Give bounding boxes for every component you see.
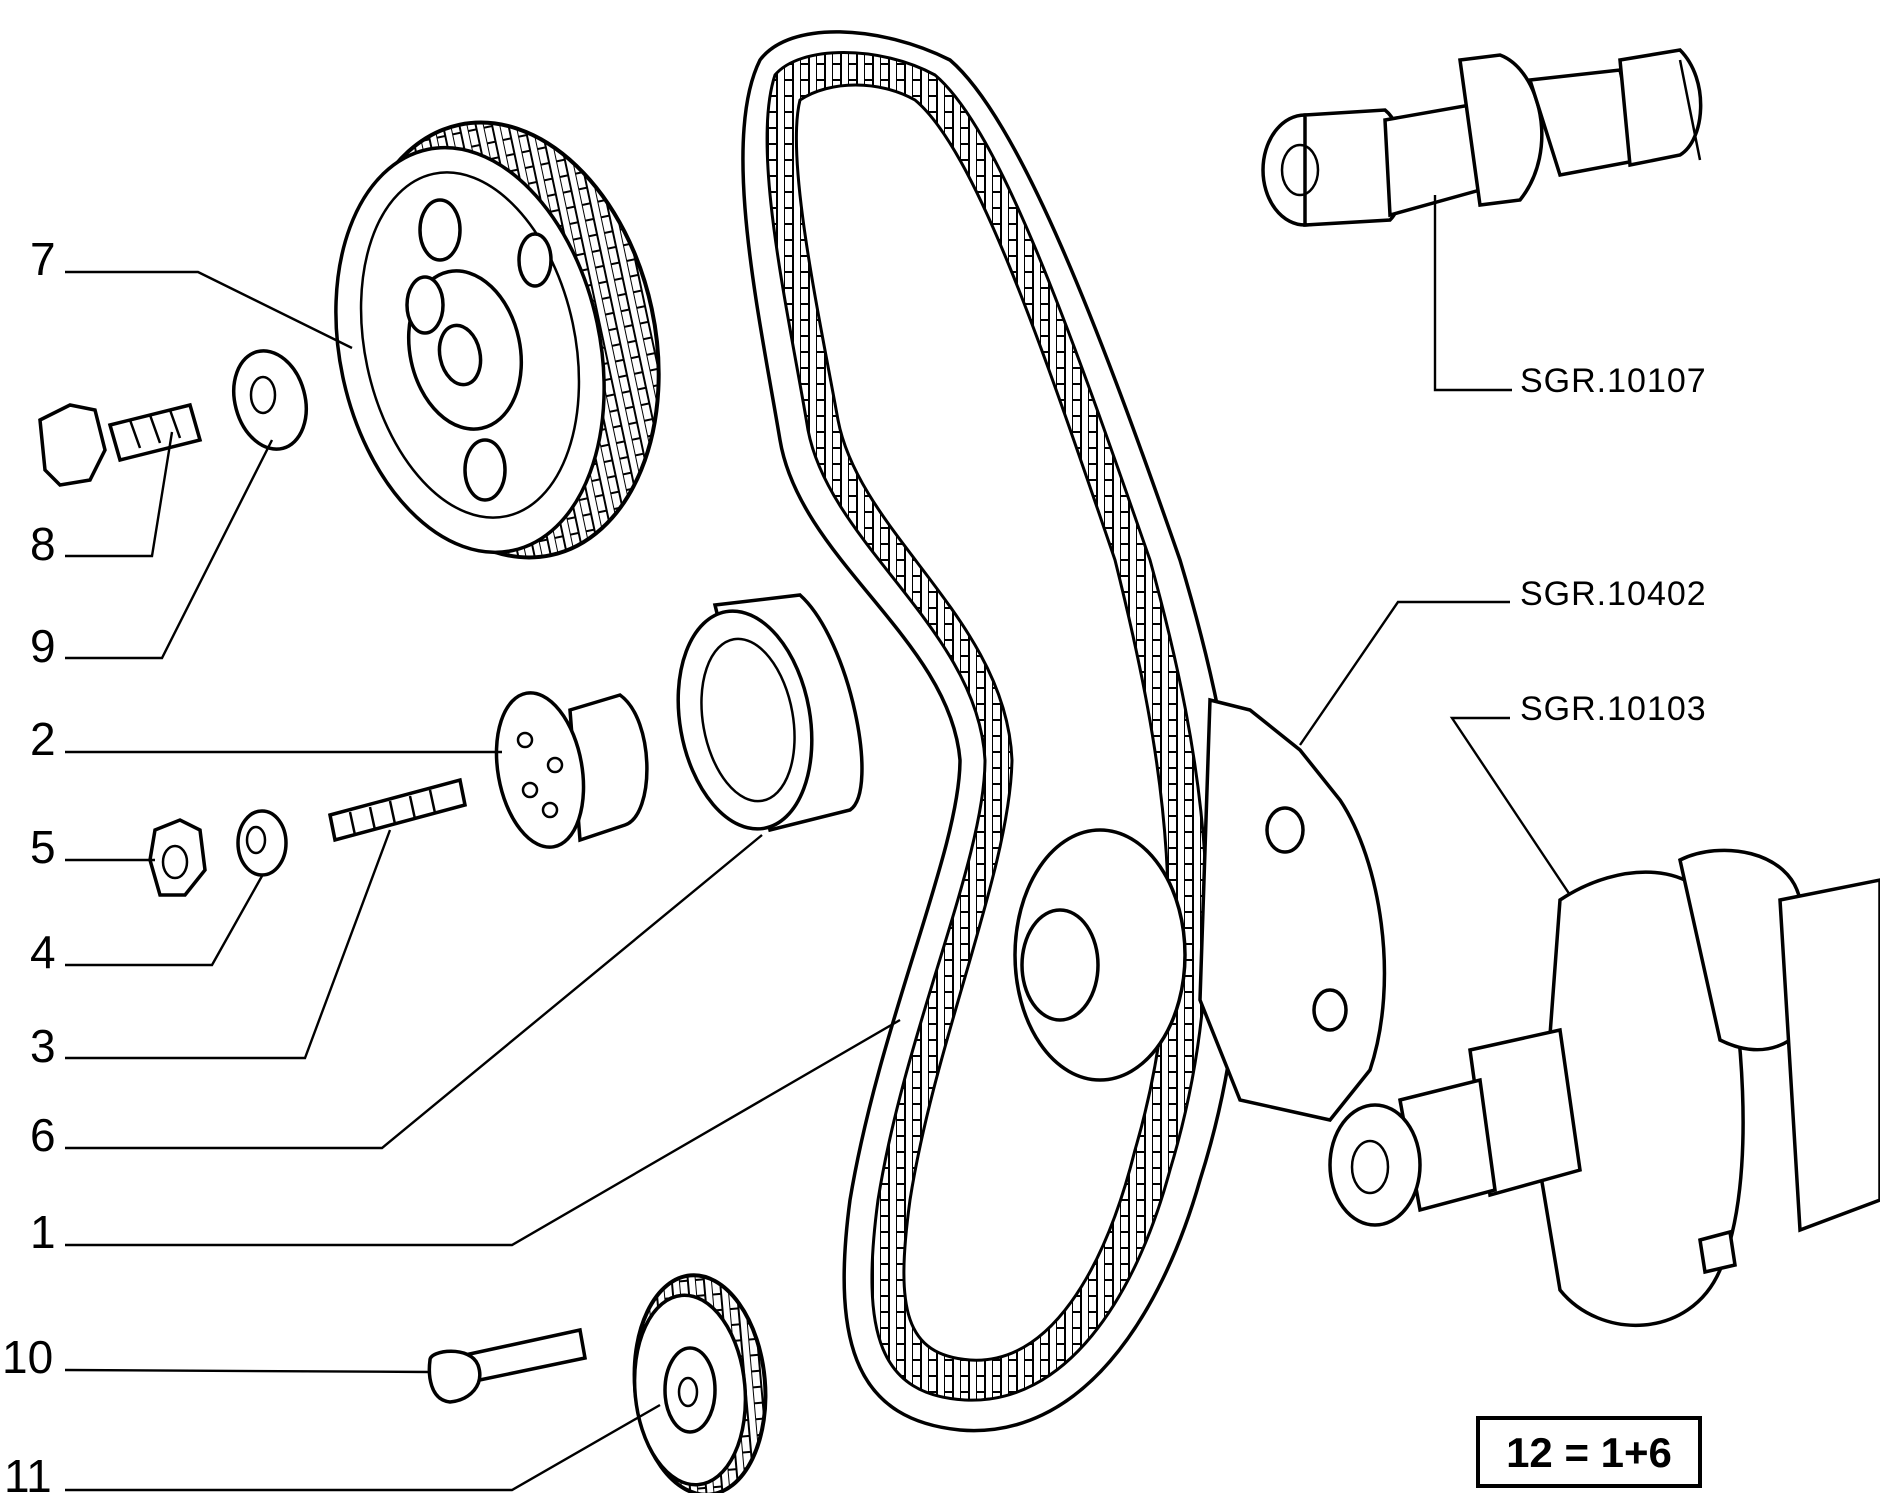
callout-labels: 7 8 9 2 5 4 3 6 1 10 11	[2, 233, 56, 1493]
callout-6: 6	[30, 1109, 56, 1161]
leader-6	[65, 834, 763, 1150]
callout-7: 7	[30, 233, 56, 285]
reference-sgr10402: SGR.10402	[1520, 575, 1707, 613]
washer	[232, 349, 308, 451]
leader-7	[65, 270, 353, 350]
callout-4: 4	[30, 926, 56, 978]
callout-10: 10	[2, 1331, 53, 1383]
callout-11: 11	[4, 1450, 52, 1493]
callout-9: 9	[30, 620, 56, 672]
leader-3	[65, 829, 392, 1060]
callout-1: 1	[30, 1206, 56, 1258]
kit-box: 12 = 1+6	[1476, 1416, 1702, 1488]
tensioner-bushing	[494, 691, 649, 849]
callout-2: 2	[30, 713, 56, 765]
stud	[327, 777, 468, 843]
leader-sgr10107	[1433, 195, 1512, 392]
leader-sgr10103	[1449, 716, 1571, 896]
leader-10	[64, 1368, 431, 1374]
tensioner-roller	[676, 593, 864, 833]
leader-8	[65, 431, 174, 558]
crankshaft-pulley	[632, 1273, 768, 1493]
leader-4	[65, 875, 264, 967]
kit-box-text: 12 = 1+6	[1506, 1429, 1672, 1476]
camshaft	[1261, 48, 1703, 227]
crankshaft-bolt	[427, 1327, 588, 1404]
water-pump-housing	[1013, 697, 1387, 1122]
camshaft-pulley	[334, 120, 661, 560]
reference-sgr10103: SGR.10103	[1520, 690, 1707, 728]
callout-8: 8	[30, 518, 56, 570]
leader-lines	[64, 195, 1571, 1492]
pulley-bolt	[38, 402, 203, 487]
reference-labels: SGR.10107 SGR.10402 SGR.10103	[1520, 362, 1707, 728]
reference-sgr10107: SGR.10107	[1520, 362, 1707, 400]
leader-11	[65, 1403, 661, 1492]
callout-5: 5	[30, 821, 56, 873]
crankshaft	[1328, 848, 1880, 1327]
leader-9	[65, 439, 274, 660]
leader-sgr10402	[1299, 600, 1510, 746]
callout-3: 3	[30, 1020, 56, 1072]
nut	[148, 818, 207, 897]
small-washer	[236, 809, 288, 877]
leader-1	[65, 1018, 901, 1247]
